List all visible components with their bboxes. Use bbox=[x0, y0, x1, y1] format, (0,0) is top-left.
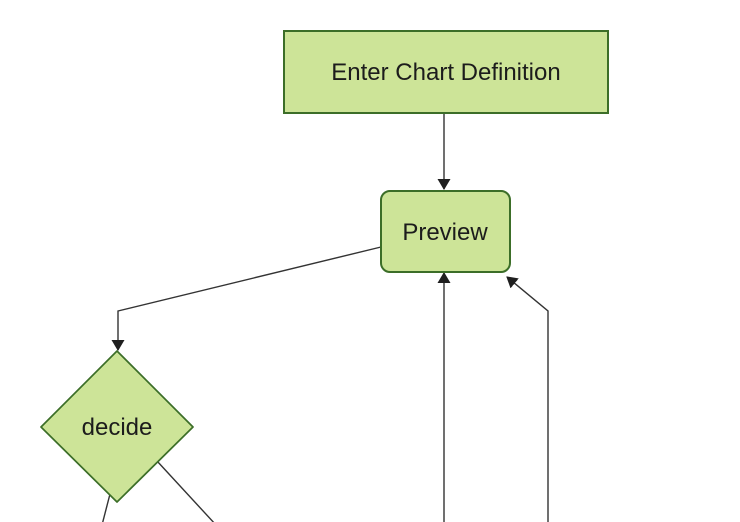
node-layer: Enter Chart Definition Preview decide bbox=[40, 30, 609, 503]
node-preview-label: Preview bbox=[402, 219, 488, 246]
node-decide bbox=[40, 350, 194, 503]
node-decide-label: decide bbox=[82, 414, 153, 441]
node-enter-chart-definition bbox=[283, 30, 609, 114]
node-enter-chart-definition-label: Enter Chart Definition bbox=[331, 59, 560, 86]
node-preview bbox=[380, 190, 511, 273]
edge-layer bbox=[102, 113, 549, 522]
edge-offscreen-to-preview-corner bbox=[506, 276, 549, 522]
edge-preview-to-decide bbox=[111, 246, 382, 351]
edge-decide-to-offscreen-left bbox=[102, 493, 111, 522]
edge-decide-to-offscreen-right bbox=[156, 460, 215, 522]
